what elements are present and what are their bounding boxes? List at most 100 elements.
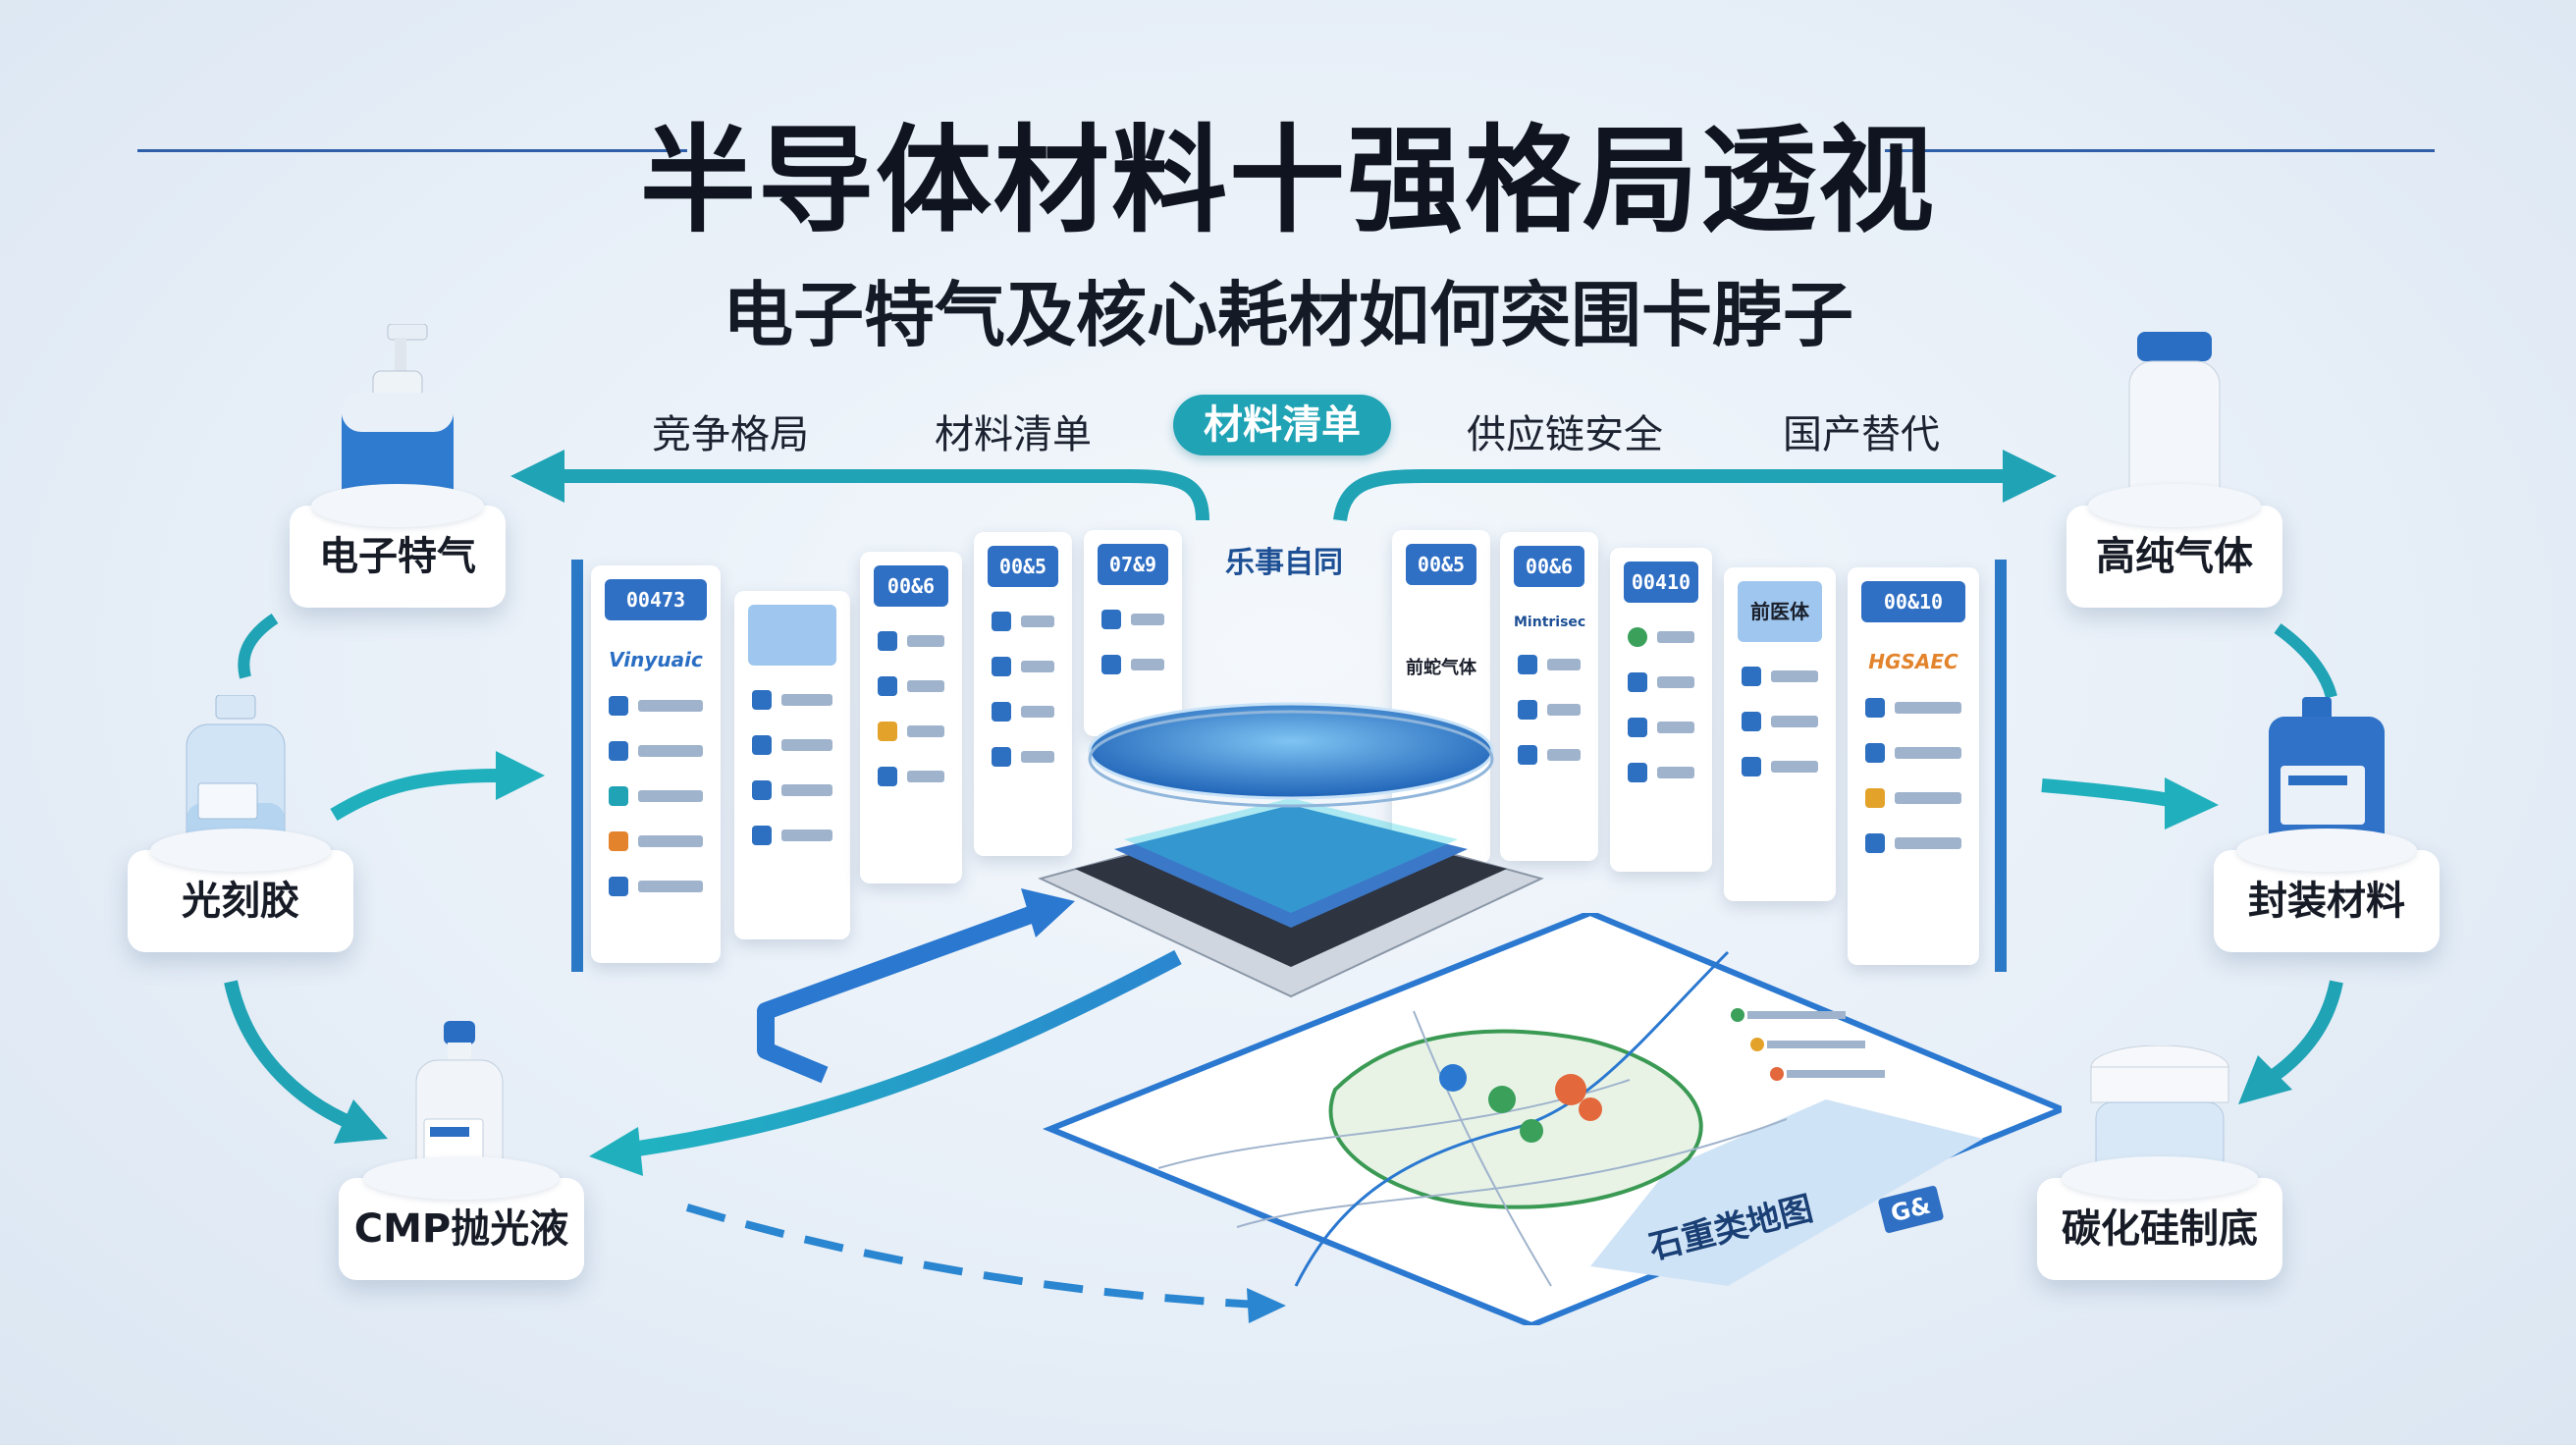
card-code: 00410: [1624, 562, 1698, 603]
right-arc-top: [2274, 623, 2337, 699]
card-row: [1518, 699, 1581, 721]
company-logo-icon: [609, 877, 628, 896]
card-row: [609, 695, 703, 717]
chip-wafer-icon: [1038, 702, 1544, 998]
company-logo-icon: [1518, 745, 1537, 765]
text-line: [1895, 747, 1961, 759]
company-card-left-3[interactable]: 00&6: [860, 552, 962, 883]
company-logo-icon: [878, 631, 897, 651]
page-title: 半导体材料十强格局透视: [639, 113, 1936, 248]
map-pin: [1488, 1086, 1516, 1113]
card-row: [609, 740, 703, 762]
tab-competition[interactable]: 竞争格局: [652, 412, 809, 457]
company-card-right-4[interactable]: 前医体: [1724, 567, 1836, 901]
map-legend-line: [1747, 1011, 1846, 1019]
chip-connector-teal-head: [589, 1127, 643, 1176]
text-line: [638, 881, 703, 892]
card-row: [1628, 717, 1694, 738]
map-region: [1328, 1029, 1703, 1209]
card-row: [1628, 762, 1694, 783]
company-card-left-1[interactable]: 00473 Vinyuaic: [591, 565, 721, 963]
company-logo-icon: [992, 612, 1011, 631]
text-line: [781, 784, 832, 796]
company-logo-icon: [752, 690, 772, 710]
text-line: [1771, 716, 1818, 727]
center-brand-label: 乐事自同: [1225, 546, 1343, 580]
company-logo-icon: [878, 722, 897, 741]
text-line: [1131, 659, 1164, 670]
material-photoresist[interactable]: 光刻胶: [128, 829, 353, 952]
tab-supply-chain[interactable]: 供应链安全: [1467, 412, 1663, 457]
text-line: [781, 739, 832, 751]
supply-chain-map[interactable]: [1041, 913, 2062, 1325]
company-logo-icon: [1628, 763, 1647, 782]
material-cmp-slurry[interactable]: CMP抛光液: [339, 1156, 584, 1280]
card-row: [609, 785, 703, 807]
card-row: [1865, 697, 1961, 719]
card-row: [992, 611, 1054, 632]
text-line: [1657, 676, 1694, 688]
card-row: [1865, 787, 1961, 809]
map-legend-dot: [1750, 1038, 1764, 1051]
card-row: [878, 675, 944, 697]
company-logo-icon: [878, 767, 897, 786]
text-line: [1895, 792, 1961, 804]
text-line: [1771, 670, 1818, 682]
card-brand: HGSAEC: [1868, 650, 1959, 673]
text-line: [638, 835, 703, 847]
company-card-right-1[interactable]: 00&5 前蛇气体: [1392, 530, 1490, 864]
card-code: 00&10: [1861, 581, 1965, 622]
map-pin: [1555, 1074, 1586, 1105]
company-card-left-5[interactable]: 07&9: [1084, 530, 1182, 736]
text-line: [1131, 614, 1164, 625]
dashed-flow-head: [1247, 1288, 1286, 1323]
cards-frame-right: [1995, 560, 2007, 972]
company-card-left-4[interactable]: 00&5: [974, 532, 1072, 856]
material-packaging[interactable]: 封装材料: [2214, 829, 2440, 952]
text-line: [1021, 661, 1054, 672]
company-card-right-5[interactable]: 00&10 HGSAEC: [1848, 567, 1979, 965]
card-code: 07&9: [1098, 544, 1168, 585]
card-code: 00473: [605, 579, 707, 620]
text-line: [1657, 631, 1694, 643]
chip-connector-teal: [636, 949, 1182, 1156]
card-row: [752, 734, 832, 756]
tab-domestic-substitution[interactable]: 国产替代: [1783, 412, 1940, 457]
material-sic-substrate[interactable]: 碳化硅制底: [2037, 1156, 2282, 1280]
material-electronic-gas[interactable]: 电子特气: [290, 484, 506, 608]
text-line: [638, 790, 703, 802]
card-row: [1101, 654, 1164, 675]
company-logo-icon: [1518, 700, 1537, 720]
company-logo-icon: [1101, 655, 1121, 674]
company-card-right-2[interactable]: 00&6 Mintrisec: [1500, 532, 1598, 861]
card-row: [878, 721, 944, 742]
wafer-edge: [1088, 710, 1494, 808]
text-line: [1547, 749, 1581, 761]
map-road: [1413, 1010, 1552, 1287]
left-arc-mid-arrow: [330, 769, 502, 822]
text-line: [1657, 767, 1694, 778]
company-logo-icon: [609, 786, 628, 806]
right-arc-mid-arrow: [2041, 778, 2172, 807]
company-logo-icon: [1101, 610, 1121, 629]
company-logo-icon: [1742, 757, 1761, 776]
card-row: [1628, 671, 1694, 693]
cards-frame-left: [571, 560, 583, 972]
company-logo-icon: [992, 702, 1011, 722]
company-logo-icon: [752, 735, 772, 755]
chip-connector-blue-head: [1021, 888, 1075, 937]
company-card-left-2[interactable]: [734, 591, 850, 939]
text-line: [638, 700, 703, 712]
card-row: [1865, 832, 1961, 854]
company-card-right-3[interactable]: 00410: [1610, 548, 1712, 872]
tab-material-list-active[interactable]: 材料清单: [1173, 395, 1391, 455]
wafer: [1088, 702, 1494, 800]
card-row: [878, 766, 944, 787]
text-line: [1895, 837, 1961, 849]
card-brand: 前蛇气体: [1406, 658, 1476, 678]
tab-material-list[interactable]: 材料清单: [935, 412, 1092, 457]
material-high-purity-gas[interactable]: 高纯气体: [2066, 484, 2282, 608]
card-row: [609, 876, 703, 897]
text-line: [907, 680, 944, 692]
